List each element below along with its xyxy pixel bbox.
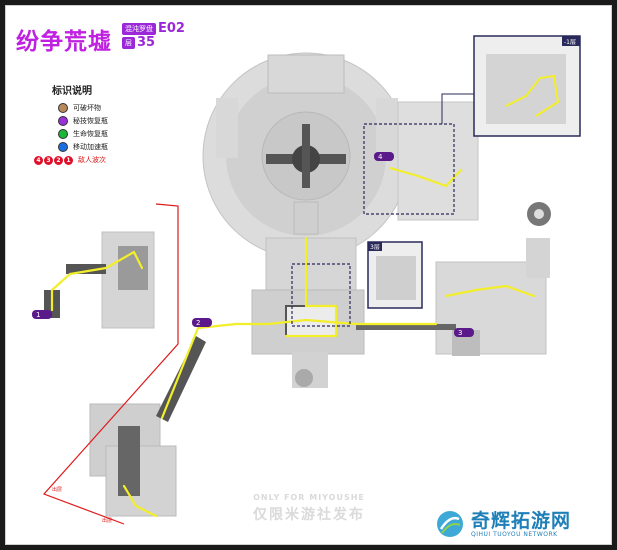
speed-bottle-icon: [58, 141, 68, 152]
destructible-icon: [58, 102, 68, 113]
southwest-wing: [89, 336, 206, 517]
marker-1: 1: [32, 310, 52, 319]
west-tower: [44, 231, 155, 329]
legend-title: 标识说明: [52, 86, 92, 97]
watermark: ONLY FOR MIYOUSHE 仅限米游社发布: [234, 493, 384, 524]
logo-text: 奇辉拓游网 QIHUI TUOYOU NETWORK: [471, 511, 571, 538]
marker-2: 2: [192, 318, 212, 327]
level-map: -1层 3层 1 2 3 4 出层 出层: [32, 35, 581, 525]
svg-text:1: 1: [36, 311, 40, 319]
marker-4: 4: [374, 152, 394, 161]
svg-text:4: 4: [378, 153, 383, 161]
logo-subtitle: QIHUI TUOYOU NETWORK: [471, 530, 558, 538]
wave-badge: 2: [54, 155, 63, 165]
watermark-line1: ONLY FOR MIYOUSHE: [253, 493, 365, 502]
svg-text:3: 3: [458, 329, 462, 337]
red-route-line: [42, 203, 179, 525]
legend-item: 秘技恢复瓶: [28, 114, 108, 127]
wave-badges: 4 3 2 1: [34, 155, 73, 165]
level-title: 纷争荒墟: [16, 29, 112, 55]
wave-badge: 1: [64, 155, 73, 165]
fall-label-a: 出层: [52, 486, 62, 493]
site-logo: 奇辉拓游网 QIHUI TUOYOU NETWORK: [427, 503, 611, 544]
svg-text:2: 2: [196, 319, 200, 327]
marker-3: 3: [454, 328, 474, 337]
watermark-line2: 仅限米游社发布: [253, 507, 365, 523]
level-code-top: E02: [158, 21, 185, 36]
fall-label-b: 出层: [102, 517, 112, 524]
main-route: [50, 166, 536, 518]
level-row-bottom: 层 35: [122, 35, 185, 50]
level-tag: 混沌罗盘 E02 层 35: [122, 21, 185, 50]
inset-top-right-label: -1层: [564, 39, 576, 46]
waves-label: 敌人波次: [78, 156, 106, 164]
south-complex: [251, 237, 456, 388]
legend-item: 可破坏物: [28, 101, 108, 114]
wave-badge: 3: [44, 155, 53, 165]
inset-middle-label: 3层: [370, 244, 380, 251]
legend-item: 移动加速瓶: [28, 140, 108, 153]
logo-icon: [437, 511, 463, 537]
level-code-bottom: 35: [137, 35, 156, 50]
technique-bottle-icon: [58, 115, 68, 126]
central-arena: [202, 52, 410, 260]
wave-badge: 4: [34, 155, 43, 165]
legend-waves: 4 3 2 1 敌人波次: [28, 153, 108, 167]
inset-middle: 3层: [367, 241, 423, 309]
map-frame: -1层 3层 1 2 3 4 出层 出层 纷争荒墟: [5, 5, 612, 545]
floor-pill: 层: [122, 37, 135, 49]
east-building: [397, 101, 551, 356]
level-row-top: 混沌罗盘 E02: [122, 21, 185, 36]
mode-pill: 混沌罗盘: [122, 23, 156, 35]
legend: 标识说明 可破坏物 秘技恢复瓶 生命恢复瓶 移动加速瓶 4 3 2 1 敌人波次: [28, 82, 108, 167]
inset-top-right: -1层: [441, 35, 581, 137]
legend-item: 生命恢复瓶: [28, 127, 108, 140]
logo-name: 奇辉拓游网: [471, 509, 572, 532]
highlight-box-north: [363, 123, 455, 215]
hp-bottle-icon: [58, 128, 68, 139]
